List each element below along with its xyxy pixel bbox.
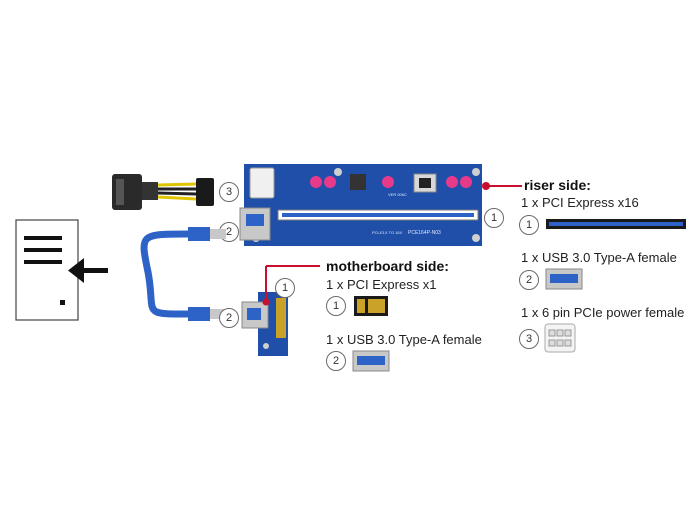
arrow-left-icon [68,258,108,283]
riser-item-2-number: 2 [519,270,539,290]
riser-side-heading: riser side: [524,177,591,193]
pcie-x16-slot-icon [546,219,686,229]
pcb-marking-ver: VER 006C [388,192,407,197]
six-pin-power-icon [544,323,576,353]
motherboard-adapter [241,292,288,356]
usb-port-icon [545,268,583,290]
callout-mb-usb: 2 [219,308,239,328]
riser-item-3-number: 3 [519,329,539,349]
pcb-marking-code: PCE164P-N03 [408,230,441,236]
riser-pointer [482,182,522,190]
usb-cable [140,227,226,321]
mb-item-2-label: 1 x USB 3.0 Type-A female [326,332,482,347]
callout-power-cable: 3 [219,182,239,202]
mb-item-2-number: 2 [326,351,346,371]
riser-item-1-label: 1 x PCI Express x16 [521,195,639,210]
mb-item-1-label: 1 x PCI Express x1 [326,277,437,292]
riser-item-1-number: 1 [519,215,539,235]
pcie-x1-slot-icon [354,296,388,316]
mb-item-1-number: 1 [326,296,346,316]
motherboard-side-heading: motherboard side: [326,258,449,274]
riser-board: PCE164P-N03 PCI-E1X TO 16X VER 006C [239,164,482,246]
motherboard-pointer [262,265,320,306]
riser-item-2-label: 1 x USB 3.0 Type-A female [521,250,677,265]
callout-mb-slot: 1 [275,278,295,298]
document-icon [15,219,108,321]
callout-riser-slot: 1 [484,208,504,228]
power-cable [112,174,214,210]
riser-item-3-label: 1 x 6 pin PCIe power female [521,305,685,320]
pcb-marking-sub: PCI-E1X TO 16X [372,230,403,235]
usb-port-icon [352,350,390,372]
